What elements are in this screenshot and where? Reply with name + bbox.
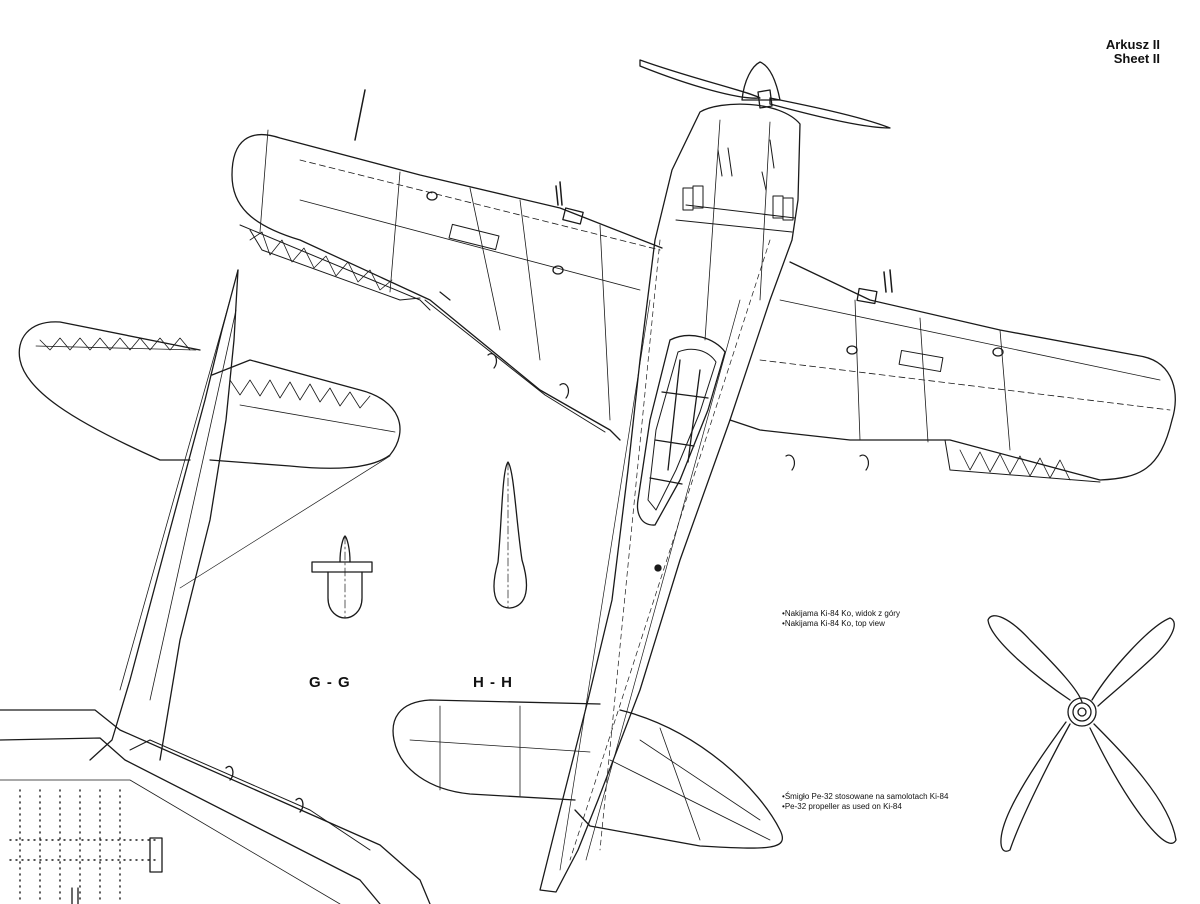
section-hh-drawing <box>493 461 528 609</box>
caption-propeller: Śmigło Pe-32 stosowane na samolotach Ki-… <box>782 792 949 812</box>
aircraft-top-view <box>231 59 1176 893</box>
caption-propeller-en: Pe-32 propeller as used on Ki-84 <box>782 802 948 812</box>
sheet-label-pl: Arkusz II <box>1105 37 1160 52</box>
left-tailplane <box>392 699 601 801</box>
fuselage <box>539 103 801 893</box>
cockpit-canopy <box>636 334 726 526</box>
nose-propeller <box>639 59 891 129</box>
caption-top-view: Nakijama Ki-84 Ko, widok z góry Nakijama… <box>782 609 900 629</box>
right-tailplane <box>574 709 784 849</box>
sheet-label-en: Sheet II <box>1113 51 1160 66</box>
propeller-front-view <box>987 615 1177 852</box>
right-wing <box>729 261 1176 481</box>
section-label-hh: H - H <box>473 674 513 691</box>
section-gg-drawing <box>311 535 373 619</box>
tail-detail-view <box>0 269 431 904</box>
caption-top-view-en: Nakijama Ki-84 Ko, top view <box>782 619 900 629</box>
section-label-gg: G - G <box>309 674 351 691</box>
caption-top-view-pl: Nakijama Ki-84 Ko, widok z góry <box>782 609 900 619</box>
sheet-number: Arkusz II Sheet II <box>1106 38 1160 66</box>
left-wing <box>231 133 663 441</box>
caption-propeller-pl: Śmigło Pe-32 stosowane na samolotach Ki-… <box>782 792 949 802</box>
